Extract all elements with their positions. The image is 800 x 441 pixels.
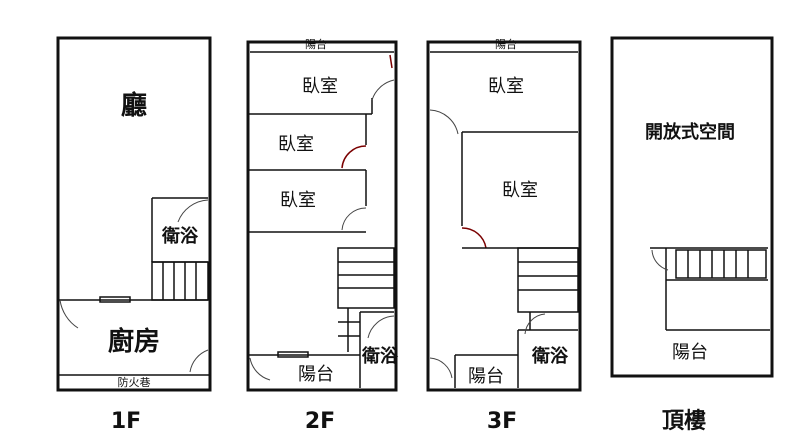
floor-label-roof: 頂樓 xyxy=(662,409,706,434)
room-kitchen: 廚房 xyxy=(108,326,160,357)
room-living: 廳 xyxy=(121,90,147,121)
room-bedroom-3f-2: 臥室 xyxy=(502,180,538,201)
room-bedroom-2f-2: 臥室 xyxy=(278,134,314,155)
floor-label-2f: 2F xyxy=(305,409,335,434)
floor-1f-plan: 廳 衛浴 廚房 防火巷 xyxy=(56,36,212,392)
floor-label-1f: 1F xyxy=(111,409,141,434)
staircase xyxy=(517,247,579,330)
room-bath-1f: 衛浴 xyxy=(161,225,199,247)
room-bath-2f: 衛浴 xyxy=(361,345,399,367)
label-balcony-top-3f: 陽台 xyxy=(495,37,517,51)
room-balcony-3f: 陽台 xyxy=(468,366,504,387)
floor-2f-plan: 陽台 臥室 臥室 臥室 陽台 衛浴 xyxy=(246,37,399,392)
floor-3f-plan: 陽台 臥室 臥室 衛浴 陽台 xyxy=(426,37,582,392)
staircase xyxy=(337,247,395,352)
room-balcony-2f: 陽台 xyxy=(298,364,334,385)
floor-label-3f: 3F xyxy=(487,409,517,434)
room-bath-3f: 衛浴 xyxy=(531,345,569,367)
room-bedroom-2f-1: 臥室 xyxy=(302,76,338,97)
room-open-space: 開放式空間 xyxy=(645,121,735,143)
room-balcony-roof: 陽台 xyxy=(672,342,708,363)
floor-roof-plan: 開放式空間 陽台 xyxy=(610,36,774,378)
staircase xyxy=(675,249,767,279)
room-bedroom-2f-3: 臥室 xyxy=(280,190,316,211)
label-fire-lane: 防火巷 xyxy=(118,375,151,389)
staircase xyxy=(151,261,209,301)
label-balcony-top-2f: 陽台 xyxy=(305,37,327,51)
room-bedroom-3f-1: 臥室 xyxy=(488,76,524,97)
